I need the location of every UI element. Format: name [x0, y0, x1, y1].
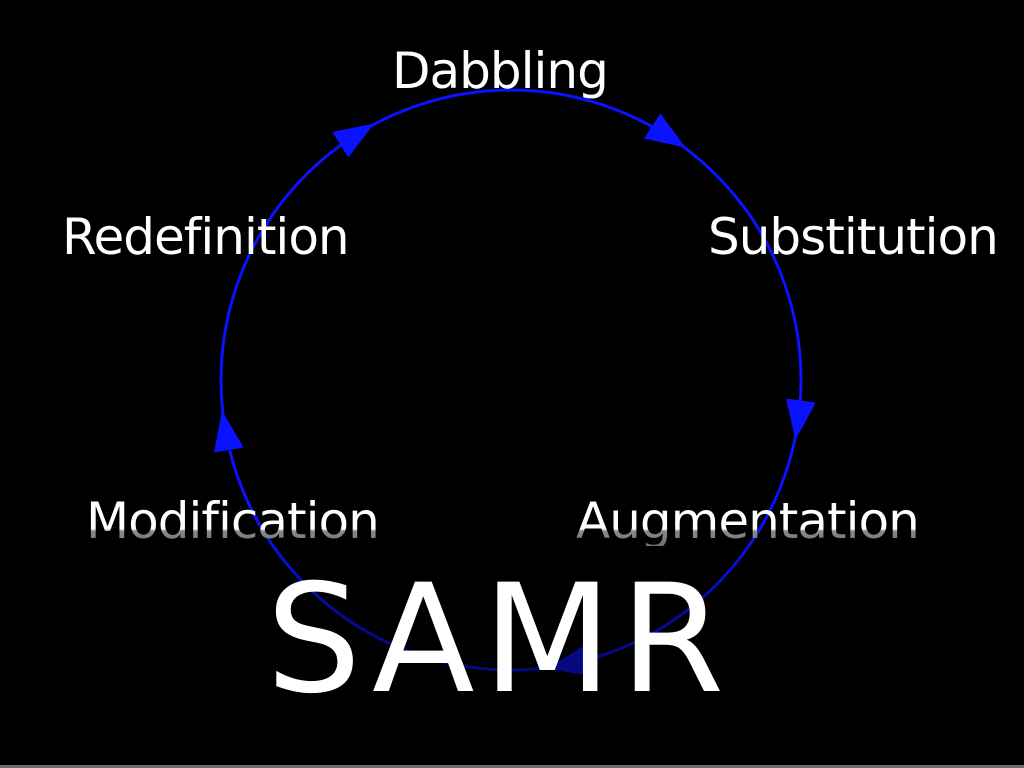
stage-label-dabbling: Dabbling [392, 42, 609, 100]
slide-title: SAMR [266, 553, 733, 727]
arrow-substitution-to-augmentation-icon [786, 398, 816, 441]
arrow-dabbling-to-substitution-icon [644, 113, 686, 148]
stage-label-modification: Modification [86, 492, 380, 550]
bottom-border [0, 765, 1024, 768]
stage-label-redefinition: Redefinition [62, 208, 350, 266]
arrow-redefinition-to-dabbling-icon [332, 123, 375, 158]
stage-label-substitution: Substitution [708, 208, 999, 266]
arrow-modification-to-redefinition-icon [214, 410, 244, 453]
stage-label-augmentation: Augmentation [576, 492, 920, 550]
